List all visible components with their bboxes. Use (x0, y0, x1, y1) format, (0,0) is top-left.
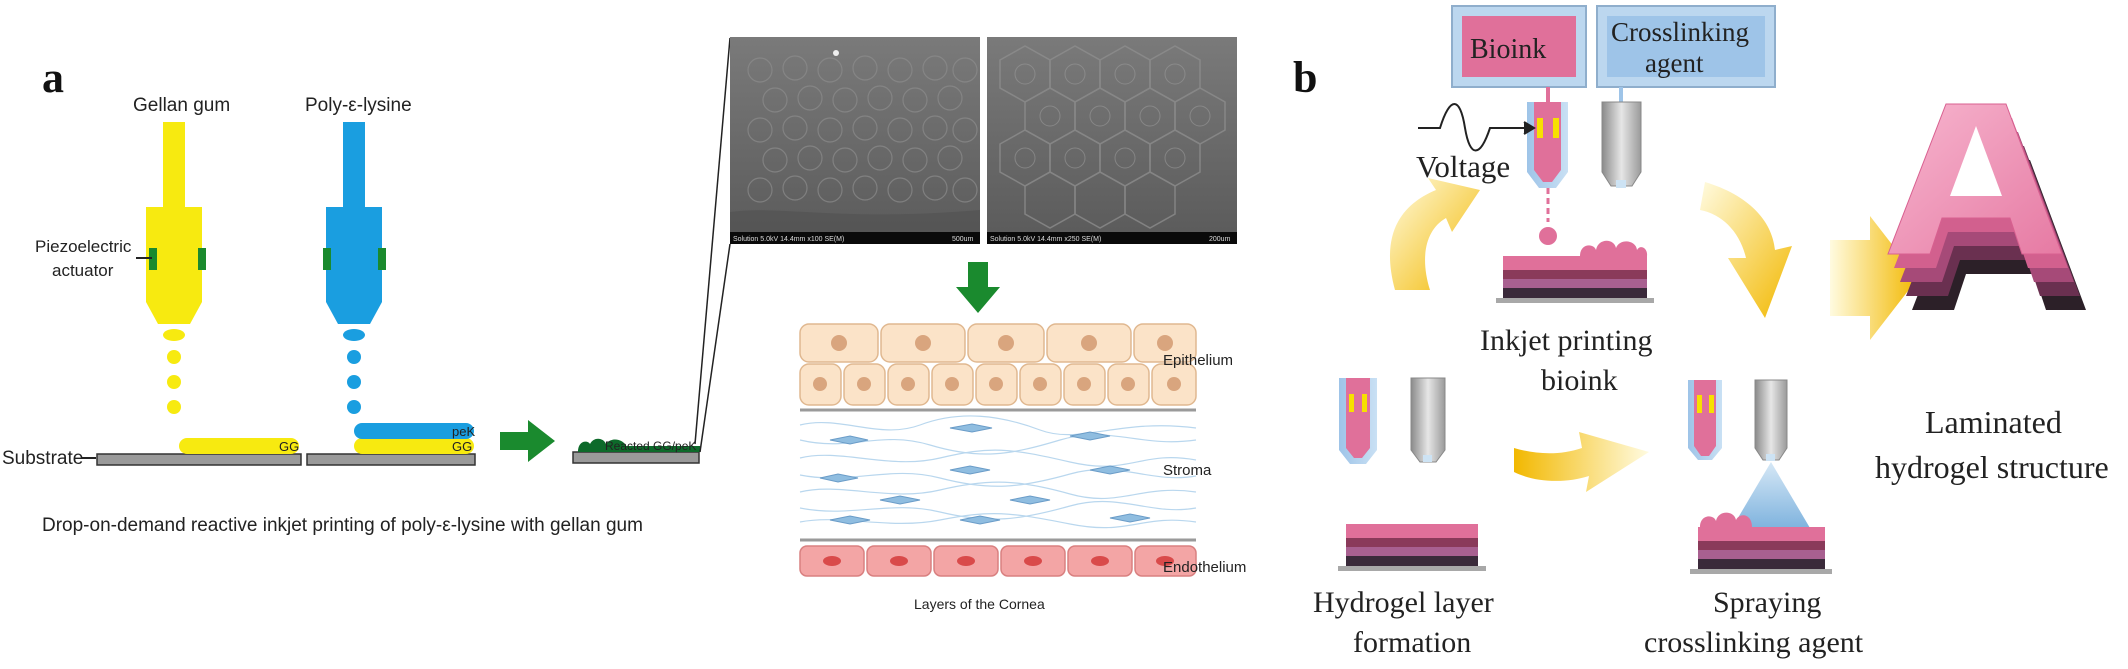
down-arrow (956, 262, 1000, 313)
bioink-label: Bioink (1470, 34, 1546, 65)
crosslinking-label-line1: Crosslinking (1611, 17, 1749, 47)
crosslinking-box (1596, 5, 1776, 88)
curved-arrow-upleft (1389, 178, 1480, 290)
curved-arrow-left (1514, 432, 1649, 492)
laminated-label-line1: Laminated (1925, 404, 2062, 440)
cornea-caption: Layers of the Cornea (914, 596, 1045, 612)
voltage-label: Voltage (1416, 149, 1510, 184)
gg-layer-2 (354, 438, 474, 454)
substrate-1 (96, 453, 302, 466)
stroma-label: Stroma (1163, 462, 1212, 479)
cornea-diagram (799, 323, 1197, 577)
reacted-layer (578, 438, 700, 452)
piezo-label-line1: Piezoelectric (35, 237, 132, 256)
piezo-label-line2: actuator (52, 261, 114, 280)
crosslinking-label-line2: agent (1645, 48, 1704, 78)
sem1-scale: 500um (952, 236, 974, 243)
crosslink-nozzle-right (1754, 379, 1788, 461)
substrate-2 (306, 453, 476, 466)
spraying-label-line2: crosslinking agent (1644, 626, 1864, 659)
laminated-label-line2: hydrogel structure (1875, 449, 2109, 485)
spraying-label-line1: Spraying (1713, 586, 1821, 619)
gg-layer-1 (179, 438, 299, 454)
crosslink-spray (1732, 462, 1810, 528)
bioink-printhead-top (1527, 102, 1568, 188)
zoom-line-top (694, 37, 731, 445)
hydrogel-label-line1: Hydrogel layer (1313, 586, 1494, 619)
crosslink-nozzle-left (1410, 377, 1446, 463)
inkjet-label-line1: Inkjet printing (1480, 324, 1652, 357)
piezo-actuator-left-2 (323, 248, 331, 270)
crosslink-nozzle-top (1601, 101, 1642, 188)
bioink-droplet (1539, 227, 1557, 245)
inkjet-label-line2: bioink (1541, 364, 1618, 397)
pek-layer (354, 423, 474, 439)
substrate-3 (572, 451, 700, 464)
poly-lysine-droplets (343, 329, 365, 414)
substrate-label: Substrate (2, 448, 83, 469)
poly-lysine-label: Poly-ε-lysine (305, 95, 412, 116)
pek-tag: peK (452, 424, 475, 439)
gg-tag-2: GG (452, 439, 472, 454)
sem2-scale: 200um (1209, 236, 1231, 243)
sem-image-1: Solution 5.0kV 14.4mm x100 SE(M) 500um (730, 37, 980, 244)
arrow-to-laminated (1830, 216, 1918, 340)
printed-stack-top (1496, 240, 1654, 303)
panel-a-caption: Drop-on-demand reactive inkjet printing … (42, 515, 643, 536)
panel-a-label: a (42, 53, 64, 102)
hydrogel-label-line2: formation (1353, 626, 1471, 659)
printed-stack-right (1690, 512, 1832, 574)
poly-lysine-nozzle (323, 122, 386, 324)
reaction-arrow (500, 420, 555, 462)
bioink-box (1451, 5, 1587, 88)
sem1-info: Solution 5.0kV 14.4mm x100 SE(M) (733, 236, 844, 243)
endothelium-label: Endothelium (1163, 559, 1246, 576)
sem-image-2: Solution 5.0kV 14.4mm x250 SE(M) 200um (987, 37, 1237, 244)
zoom-line-bottom (699, 243, 731, 453)
gellan-gum-nozzle (146, 122, 206, 324)
piezo-actuator-right-2 (378, 248, 386, 270)
gellan-gum-droplets (163, 329, 185, 414)
curved-arrow-downright (1700, 182, 1792, 318)
gellan-gum-label: Gellan gum (133, 95, 230, 116)
piezo-actuator-left (149, 248, 157, 270)
sem2-info: Solution 5.0kV 14.4mm x250 SE(M) (990, 236, 1101, 243)
bioink-printhead-left (1339, 378, 1377, 464)
bioink-printhead-right (1688, 380, 1722, 460)
gg-tag-1: GG (279, 439, 299, 454)
epithelium-label: Epithelium (1163, 352, 1233, 369)
reacted-tag: Reacted GG/peK (605, 439, 696, 453)
printed-stack-left (1338, 524, 1486, 571)
voltage-waveform-icon (1418, 103, 1536, 152)
panel-b-label: b (1293, 53, 1317, 102)
laminated-a-structure (1887, 103, 2086, 310)
piezo-actuator-right (198, 248, 206, 270)
